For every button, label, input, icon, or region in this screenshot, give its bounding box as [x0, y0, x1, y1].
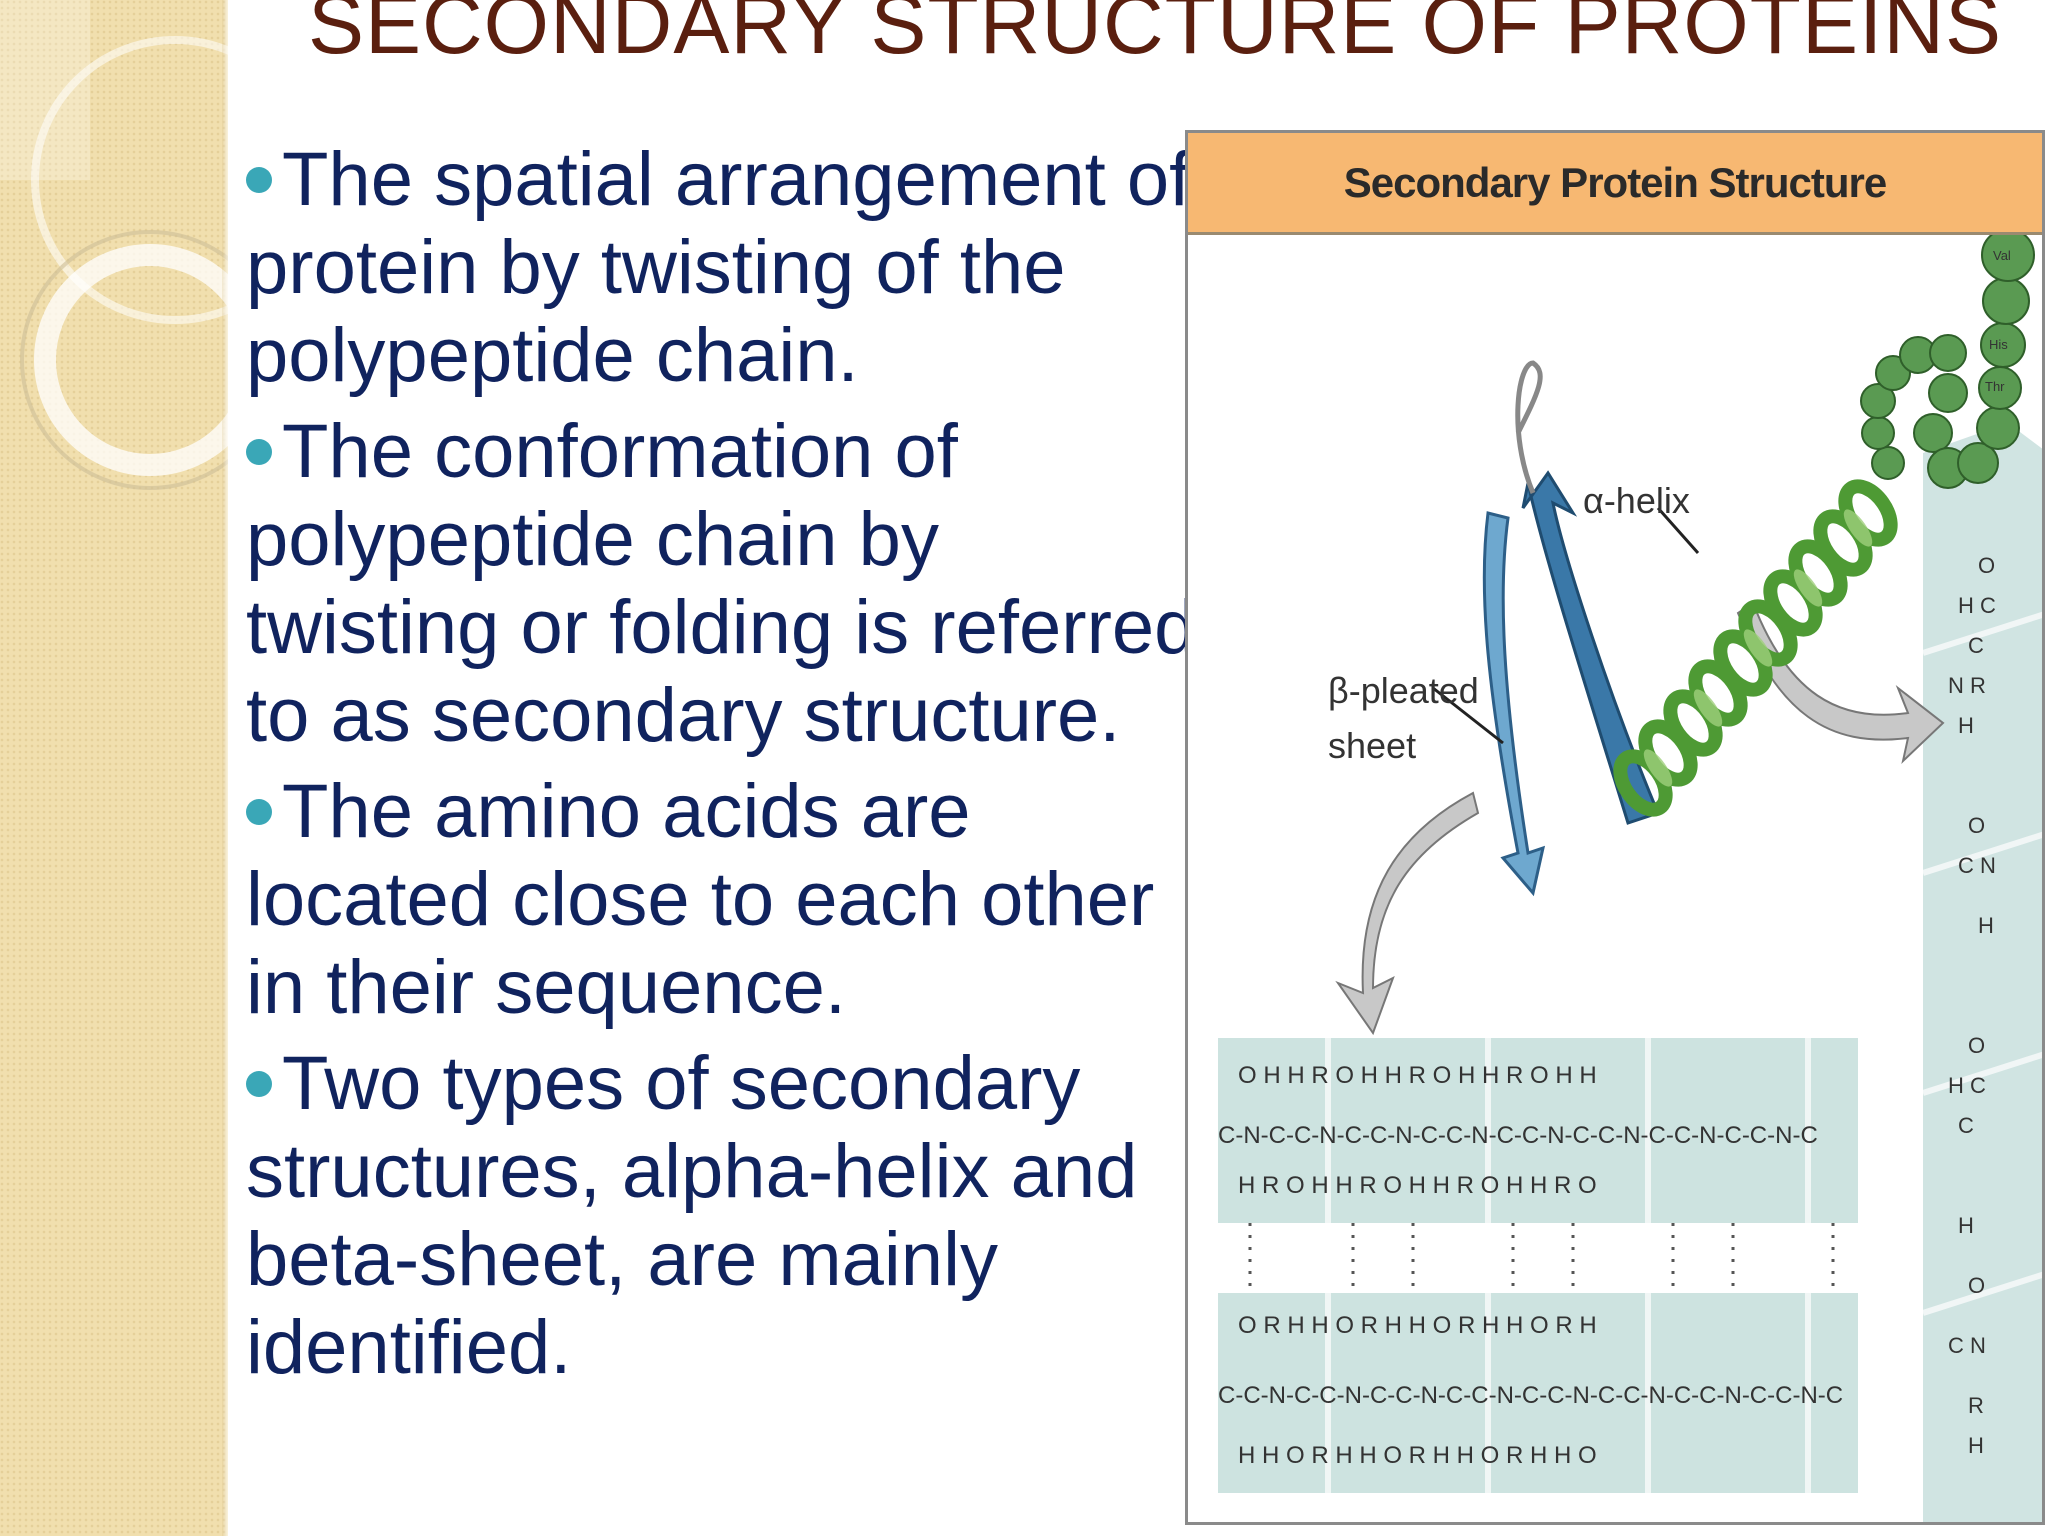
svg-text:C: C	[1958, 1113, 1974, 1138]
bullet-text: The spatial arrangement of protein by tw…	[246, 137, 1191, 398]
svg-text:O H H R O H H R: O H H R O H H R O H H R O H H	[1238, 1062, 1597, 1089]
svg-text:O: O	[1968, 1273, 1985, 1298]
svg-text:N R: N R	[1948, 673, 1986, 698]
svg-text:H: H	[1978, 913, 1994, 938]
bullet-icon	[246, 799, 272, 825]
svg-text:O R H H O R H H: O R H H O R H H O R H H O R H	[1238, 1312, 1597, 1339]
bullet-icon	[246, 1071, 272, 1097]
slide-title: SECONDARY STRUCTURE OF PROTEINS	[307, 0, 2003, 71]
alpha-helix-label: α-helix	[1583, 480, 1690, 521]
decorative-side-strip	[0, 0, 228, 1536]
svg-text:C: C	[1968, 633, 1984, 658]
bullet-item: The spatial arrangement of protein by tw…	[246, 136, 1206, 400]
svg-text:H H O R H H O R: H H O R H H O R H H O R H H O	[1238, 1442, 1597, 1469]
beta-sheet-diagram: C-N-C-C-N-C-C-N-C-C-N-C-C-N-C-C-N-C-C-N-…	[1218, 1038, 1858, 1493]
bullet-text: Two types of secondary structures, alpha…	[246, 1041, 1138, 1390]
svg-text:C N: C N	[1958, 853, 1996, 878]
alpha-helix-chemical-diagram: OH C CN R HO C NH OH C CH OC N RH	[1922, 423, 2042, 1522]
arrow-to-sheet	[1335, 791, 1480, 1036]
figure-title: Secondary Protein Structure	[1343, 158, 1887, 206]
residue-label: Val	[1993, 248, 2011, 263]
beta-sheet-label-line2: sheet	[1328, 725, 1416, 766]
bullet-list: The spatial arrangement of protein by tw…	[246, 136, 1206, 1400]
svg-text:H: H	[1958, 1213, 1974, 1238]
arrow-to-helix	[1736, 601, 1945, 764]
bullet-icon	[246, 167, 272, 193]
svg-text:H C: H C	[1948, 1073, 1986, 1098]
protein-structure-figure: C-N-C-C-N-C-C-N-C-C-N-C-C-N-C-C-N-C-C-N-…	[1185, 130, 2045, 1525]
bullet-text: The conformation of polypeptide chain by…	[246, 409, 1197, 758]
amino-acid-beads	[1860, 228, 2035, 489]
svg-text:H R O H H R O H: H R O H H R O H H R O H H R O	[1238, 1172, 1597, 1199]
residue-label: Thr	[1985, 379, 2005, 394]
alpha-helix-ribbon	[1613, 479, 1898, 817]
svg-text:O: O	[1968, 1033, 1985, 1058]
svg-text:C-C-N-C-C-N-C-C-N-C-C-N-C-C-N-: C-C-N-C-C-N-C-C-N-C-C-N-C-C-N-C-C-N-C-C-…	[1218, 1382, 1843, 1409]
bullet-item: Two types of secondary structures, alpha…	[246, 1040, 1206, 1392]
svg-text:C N: C N	[1948, 1333, 1986, 1358]
svg-text:C-N-C-C-N-C-C-N-C-C-N-C-C-N-C-: C-N-C-C-N-C-C-N-C-C-N-C-C-N-C-C-N-C-C-N-…	[1218, 1122, 1818, 1149]
bullet-item: The amino acids are located close to eac…	[246, 768, 1206, 1032]
beta-sheet-label-line1: β-pleated	[1328, 670, 1479, 711]
svg-text:H: H	[1958, 713, 1974, 738]
svg-text:O: O	[1968, 813, 1985, 838]
bullet-item: The conformation of polypeptide chain by…	[246, 408, 1206, 760]
bullet-icon	[246, 439, 272, 465]
decorative-rings	[0, 0, 228, 490]
svg-text:H: H	[1968, 1433, 1984, 1458]
svg-text:R: R	[1968, 1393, 1984, 1418]
svg-text:O: O	[1978, 553, 1995, 578]
figure-illustration: C-N-C-C-N-C-C-N-C-C-N-C-C-N-C-C-N-C-C-N-…	[1218, 228, 2042, 1522]
bullet-text: The amino acids are located close to eac…	[246, 769, 1155, 1030]
figure-header: Secondary Protein Structure	[1188, 133, 2042, 235]
svg-text:H C: H C	[1958, 593, 1996, 618]
residue-label: His	[1989, 337, 2008, 352]
